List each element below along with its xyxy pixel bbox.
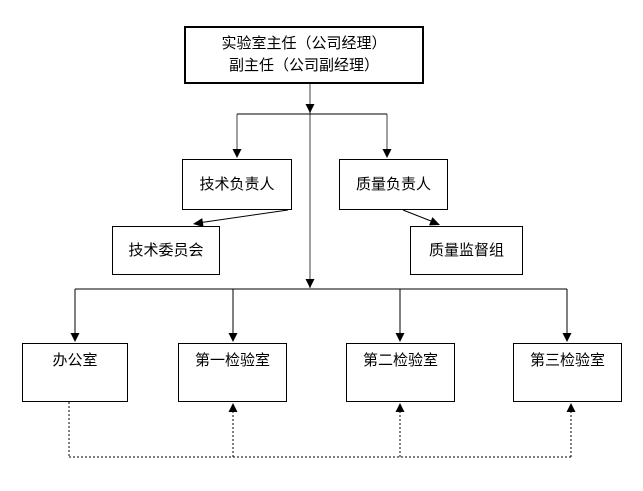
quality-supervision-label: 质量监督组 [428,241,504,259]
arrowhead-room3 [562,333,572,342]
lab-director-line1: 实验室主任（公司经理） [221,35,387,52]
inspection-room-1-label: 第一检验室 [194,352,270,369]
arrowhead-up-room3 [566,403,576,412]
connector-diagonal-quality-supervision [402,209,437,224]
arrowhead-room1 [228,333,238,342]
node-inspection-room-1: 第一检验室 [178,343,287,402]
node-quality-leader: 质量负责人 [339,159,448,210]
node-office: 办公室 [22,343,128,402]
quality-leader-label: 质量负责人 [355,175,431,193]
black-connector-lines [74,113,568,334]
arrowhead-room2 [395,333,405,342]
arrowhead-trunk-bottom [305,279,315,288]
gray-connector-lines [236,84,388,288]
arrowhead-up-room2 [395,403,405,412]
tech-leader-label: 技术负责人 [199,175,275,193]
dotted-connector-lines [68,402,572,458]
node-tech-leader: 技术负责人 [182,159,292,210]
arrowhead-office [70,333,80,342]
arrowheads [70,104,576,412]
arrowhead-quality-supervision [429,217,440,226]
tech-committee-label: 技术委员会 [128,241,204,259]
inspection-room-2-label: 第二检验室 [362,352,438,369]
connector-diagonal-tech-committee [197,209,289,224]
arrowhead-tech-committee [193,218,204,227]
office-label: 办公室 [52,352,98,369]
arrowhead-quality-leader [382,149,392,158]
node-lab-director: 实验室主任（公司经理） 副主任（公司副经理） [184,26,424,84]
lab-director-line2: 副主任（公司副经理） [228,57,379,74]
node-quality-supervision: 质量监督组 [410,226,523,275]
node-tech-committee: 技术委员会 [112,226,220,275]
inspection-room-3-label: 第三检验室 [529,352,605,369]
arrowhead-trunk-mid [305,104,315,113]
node-inspection-room-2: 第二检验室 [346,343,455,402]
node-inspection-room-3: 第三检验室 [513,343,622,402]
arrowhead-tech-leader [232,149,242,158]
arrowhead-up-room1 [228,403,238,412]
